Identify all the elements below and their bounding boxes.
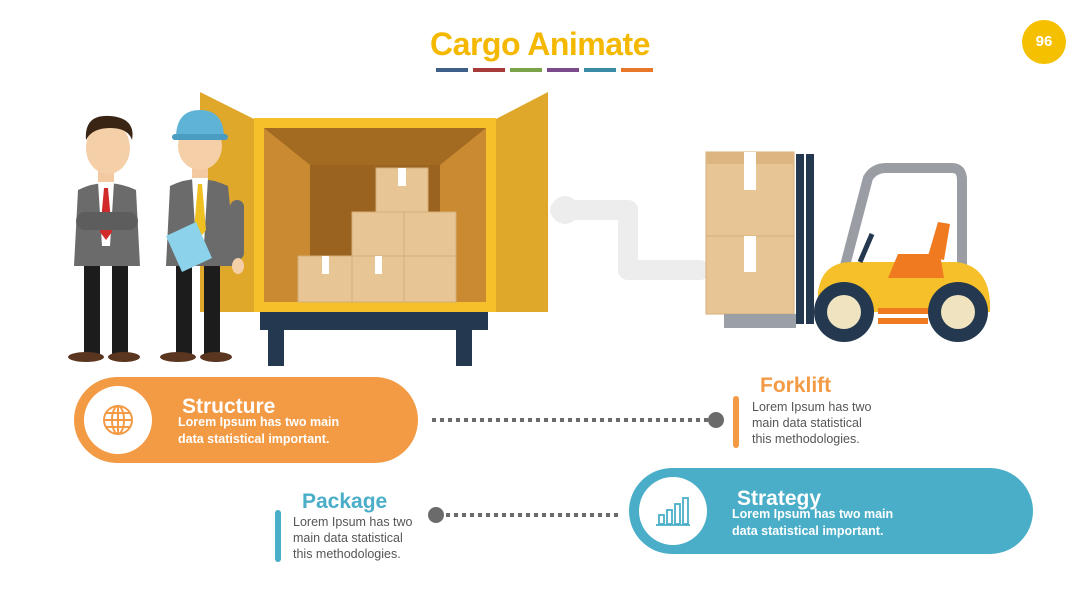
- strategy-card: Strategy Lorem Ipsum has two main data s…: [629, 468, 1033, 554]
- forklift-text-line-1: Lorem Ipsum has two: [752, 400, 872, 414]
- title-bar-3: [510, 68, 542, 72]
- engineer: [160, 110, 244, 362]
- businessman-1: [68, 115, 140, 362]
- title-underline: [436, 68, 653, 72]
- title-bar-1: [436, 68, 468, 72]
- title-bar-4: [547, 68, 579, 72]
- package-text-line-3: this methodologies.: [293, 547, 401, 561]
- structure-icon-circle: [84, 386, 152, 454]
- forklift: [796, 154, 991, 342]
- page-title: Cargo Animate: [430, 26, 650, 62]
- structure-title: Structure: [182, 395, 276, 418]
- bar-chart-icon: [656, 497, 690, 526]
- boxes-in-truck: [297, 167, 457, 303]
- package-text-line-1: Lorem Ipsum has two: [293, 515, 413, 529]
- forklift-title: Forklift: [760, 374, 832, 397]
- forklift-accent-bar: [733, 396, 739, 448]
- strategy-text-line-2: data statistical important.: [732, 524, 884, 538]
- forklift-boxes: [705, 151, 796, 328]
- title-bar-6: [621, 68, 653, 72]
- forklift-text-line-2: main data statistical: [752, 416, 862, 430]
- title-bar-2: [473, 68, 505, 72]
- globe-icon: [103, 405, 133, 435]
- package-title: Package: [302, 490, 388, 513]
- dotted-connector-top: [432, 412, 724, 428]
- structure-card: Structure Lorem Ipsum has two main data …: [74, 377, 418, 463]
- connector-pipe: [550, 200, 710, 280]
- title-bar-5: [584, 68, 616, 72]
- package-text-line-2: main data statistical: [293, 531, 403, 545]
- strategy-text-line-1: Lorem Ipsum has two main: [732, 507, 894, 521]
- package-accent-bar: [275, 510, 281, 562]
- forklift-text-line-3: this methodologies.: [752, 432, 860, 446]
- page-number-badge: 96: [1022, 20, 1066, 64]
- strategy-icon-circle: [639, 477, 707, 545]
- structure-text-line-2: data statistical important.: [178, 432, 330, 446]
- structure-text-line-1: Lorem Ipsum has two main: [178, 415, 340, 429]
- strategy-title: Strategy: [737, 487, 822, 510]
- dotted-connector-bottom: [428, 507, 620, 523]
